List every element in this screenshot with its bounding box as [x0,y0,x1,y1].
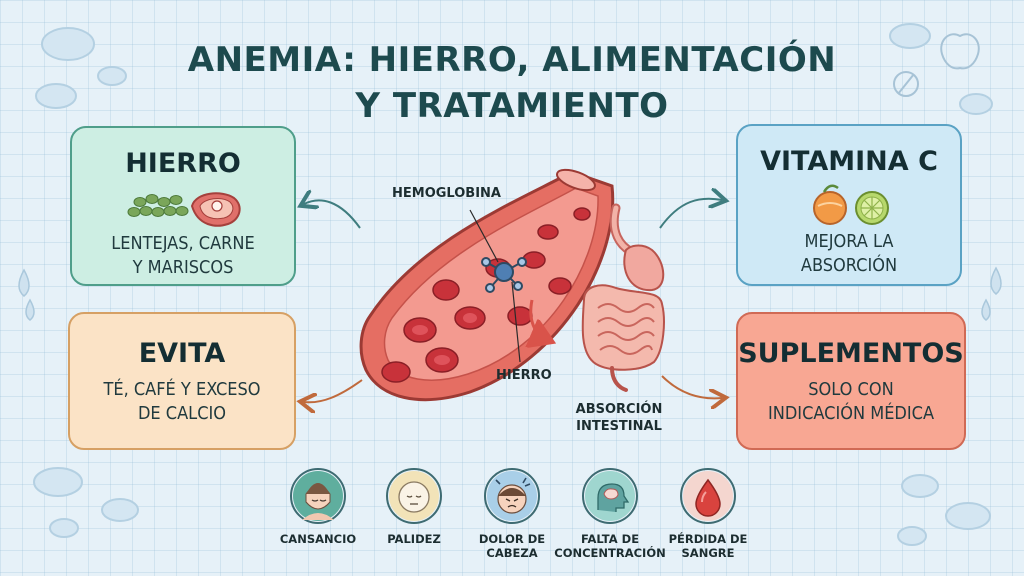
page-title: ANEMIA: HIERRO, ALIMENTACIÓN [187,40,837,80]
decor-cell [33,467,83,497]
hemoglobin-molecule-icon [481,257,527,293]
hierro-card: HIERRO LENTEJAS, CARNE Y MARISCOS [70,126,296,286]
vitamina-c-card: VITAMINA C MEJORA LA ABSORCIÓN [736,124,962,286]
decor-cell [49,518,79,538]
hemoglobina-label: HEMOGLOBINA [392,186,501,201]
arrow-to-suplementos [661,375,722,398]
evita-card-line1: TÉ, CAFÉ Y EXCESO [103,379,261,400]
hemoglobina-pointer [469,209,499,263]
decor-drop-icon [18,268,30,297]
orange-icon [813,184,847,225]
symptom-label: PÉRDIDA DE [668,532,748,546]
symptom-label: SANGRE [681,546,735,560]
symptom-label: CONCENTRACIÓN [554,546,666,560]
hierro-card-line1: LENTEJAS, CARNE [111,233,255,254]
decor-drop-icon [25,298,35,321]
decor-cell [959,93,993,115]
arrow-to-vitamina-c [659,199,722,229]
absorcion-label-line1: ABSORCIÓN [575,402,663,417]
tired-face-icon [290,468,346,524]
decor-drop-icon [981,298,991,321]
hierro-pointer [511,281,521,363]
absorption-arrow [531,299,548,340]
hierro-food-icons [127,192,241,227]
lentils-icon [127,194,189,217]
vitamina-c-card-line1: MEJORA LA [804,231,894,252]
symptom-label: PALIDEZ [387,532,441,546]
suplementos-card-title: SUPLEMENTOS [738,338,964,369]
decor-cell [101,498,139,522]
decor-apple-icon [940,33,980,70]
absorcion-label-line2: INTESTINAL [576,419,662,434]
vitamina-c-card-title: VITAMINA C [760,146,938,177]
decor-cell [897,526,927,546]
decor-cell [889,23,931,49]
suplementos-card: SUPLEMENTOS SOLO CON INDICACIÓN MÉDICA [736,312,966,450]
stomach-icon [623,244,665,292]
vitamina-c-card-line2: ABSORCIÓN [800,255,898,276]
blood-drop-icon [680,468,736,524]
decor-cell [945,502,991,530]
meat-icon [190,192,241,227]
suplementos-card-line1: SOLO CON [808,379,894,400]
symptom-label: CANSANCIO [279,532,357,546]
brain-head-icon [582,468,638,524]
decor-grain-icon [893,71,919,97]
page-title-line2: Y TRATAMIENTO [355,86,669,126]
red-blood-cell [573,207,591,221]
red-blood-cell [537,224,559,240]
arrow-to-hierro [304,200,361,229]
symptom-label: FALTA DE [580,532,640,546]
evita-card: EVITA TÉ, CAFÉ Y EXCESO DE CALCIO [68,312,296,450]
headache-icon [484,468,540,524]
hierro-card-line2: Y MARISCOS [132,257,234,278]
decor-cell [35,83,77,109]
hierro-card-title: HIERRO [125,148,241,179]
lime-icon [855,191,889,225]
suplementos-card-line2: INDICACIÓN MÉDICA [767,403,935,424]
decor-drop-icon [990,266,1002,295]
pale-face-icon [386,468,442,524]
intestine-icon [581,203,665,392]
red-blood-cell [432,279,460,301]
arrow-to-evita [304,379,363,402]
decor-cell [97,66,127,86]
symptom-label: DOLOR DE [478,532,546,546]
evita-card-line2: DE CALCIO [137,403,227,424]
red-blood-cell [507,306,533,326]
hierro-label: HIERRO [496,368,552,383]
decor-cell [901,474,939,498]
evita-card-title: EVITA [138,338,226,369]
red-blood-cell [381,361,411,383]
decor-cell [41,27,95,61]
vitamina-c-food-icons [813,184,889,225]
symptom-label: CABEZA [486,546,538,560]
red-blood-cell [548,277,572,295]
